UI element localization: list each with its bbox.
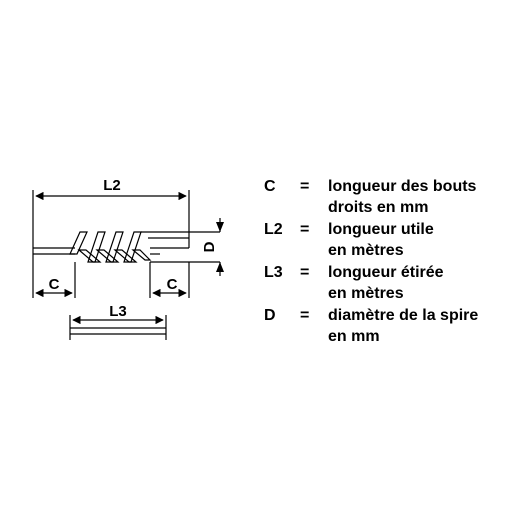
legend-symbol: L3	[264, 264, 283, 281]
spring-wire	[33, 231, 220, 263]
legend-description: longueur étirée en mètres	[328, 262, 444, 304]
d-label: D	[201, 241, 218, 252]
legend-line-1: longueur utile	[328, 221, 434, 238]
legend-equals: =	[300, 264, 310, 281]
legend-line-1: diamètre de la spire	[328, 307, 479, 324]
legend-description: longueur utile en mètres	[328, 219, 434, 261]
legend-equals: =	[300, 221, 310, 238]
spring-coils	[69, 231, 152, 263]
legend-description: diamètre de la spire en mm	[328, 305, 478, 347]
c-right-dimension: C	[149, 262, 190, 298]
legend-line-2: droits en mm	[328, 199, 429, 216]
legend-line-1: longueur étirée	[328, 264, 444, 281]
l3-label: L3	[109, 303, 127, 320]
legend-symbol: L2	[264, 221, 283, 238]
c-right-label: C	[167, 276, 178, 293]
l2-dimension: L2	[32, 177, 190, 262]
legend-description: longueur des bouts droits en mm	[328, 176, 476, 218]
legend-line-2: en mètres	[328, 285, 404, 302]
legend-line-2: en mètres	[328, 242, 404, 259]
l2-label: L2	[103, 177, 121, 194]
legend-line-2: en mm	[328, 328, 380, 345]
legend-symbol: D	[264, 307, 276, 324]
legend-equals: =	[300, 307, 310, 324]
c-left-label: C	[49, 276, 60, 293]
legend-line-1: longueur des bouts	[328, 178, 477, 195]
l3-dimension: L3	[69, 303, 167, 340]
c-left-dimension: C	[32, 262, 76, 298]
d-dimension: D	[201, 218, 224, 276]
legend-equals: =	[300, 178, 310, 195]
legend-symbol: C	[264, 178, 276, 195]
